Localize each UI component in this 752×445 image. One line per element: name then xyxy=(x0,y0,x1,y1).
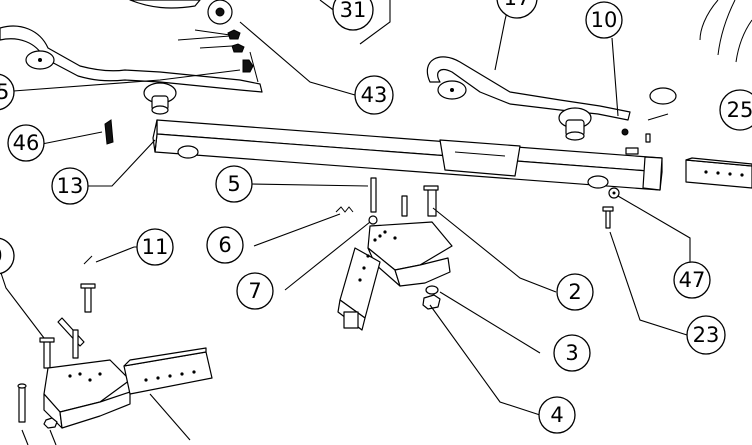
callout-25: 25 xyxy=(719,89,752,131)
top-center-parts xyxy=(129,0,259,83)
callout-5: 5 xyxy=(215,165,253,203)
svg-text:7: 7 xyxy=(248,279,261,303)
lower-left-bracket xyxy=(17,255,213,429)
callout-31: 31 xyxy=(332,0,374,31)
callout-7: 7 xyxy=(236,272,274,310)
callout-45: 45 xyxy=(0,73,15,111)
callout-11: 11 xyxy=(136,228,174,266)
svg-text:2: 2 xyxy=(568,280,581,304)
callout-47: 47 xyxy=(673,261,711,299)
svg-text:25: 25 xyxy=(727,98,752,122)
callout-9: 9 xyxy=(0,237,15,275)
svg-text:45: 45 xyxy=(0,80,9,104)
svg-text:46: 46 xyxy=(13,131,40,155)
svg-text:3: 3 xyxy=(565,341,578,365)
svg-text:43: 43 xyxy=(361,83,388,107)
svg-text:9: 9 xyxy=(0,244,3,268)
callout-43: 43 xyxy=(354,75,394,115)
leader-lines xyxy=(0,0,691,445)
svg-text:11: 11 xyxy=(142,235,169,259)
svg-text:13: 13 xyxy=(57,174,84,198)
svg-text:31: 31 xyxy=(340,0,367,22)
callout-23: 23 xyxy=(686,315,726,355)
svg-text:10: 10 xyxy=(591,8,618,32)
svg-text:47: 47 xyxy=(679,268,706,292)
handlebar-left xyxy=(0,25,263,115)
svg-text:23: 23 xyxy=(693,323,720,347)
center-stabilizer-bracket xyxy=(335,177,453,331)
main-frame-rail xyxy=(152,119,663,191)
callout-17: 17 xyxy=(496,0,538,19)
callout-6: 6 xyxy=(206,226,244,264)
bolt-and-washer-right xyxy=(602,187,620,229)
callout-3: 3 xyxy=(553,334,591,372)
callout-46: 46 xyxy=(7,124,45,162)
callout-10: 10 xyxy=(585,1,623,39)
callout-13: 13 xyxy=(51,167,89,205)
right-tube-stub xyxy=(685,157,752,189)
svg-text:17: 17 xyxy=(504,0,531,10)
svg-text:4: 4 xyxy=(550,403,563,427)
svg-text:5: 5 xyxy=(227,172,240,196)
callout-2: 2 xyxy=(556,273,594,311)
svg-text:6: 6 xyxy=(218,233,231,257)
handlebar-right xyxy=(426,56,677,143)
part-46-pad xyxy=(104,119,114,145)
right-edge-strokes xyxy=(699,0,752,63)
callout-4: 4 xyxy=(538,396,576,434)
